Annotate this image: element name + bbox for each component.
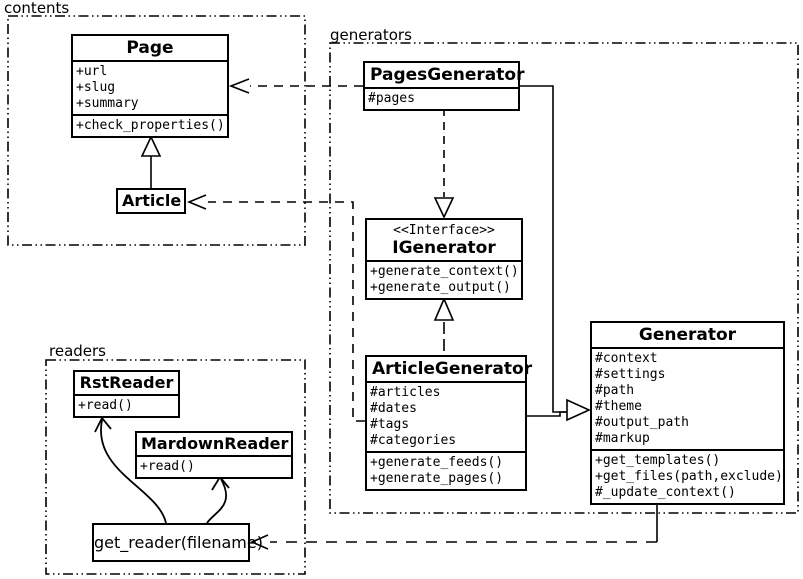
class-box-articlegenerator: ArticleGenerator #articles #dates #tags …	[365, 355, 533, 491]
class-name-page: Page	[126, 38, 174, 58]
method: +generate_pages()	[370, 471, 504, 486]
method: +read()	[140, 459, 195, 474]
function-box-get-reader: get_reader(filename)	[92, 523, 263, 562]
method: +generate_output()	[370, 280, 511, 295]
pagesgenerator-attributes: #pages	[365, 87, 518, 109]
dependency-pagesgenerator-to-page	[228, 78, 363, 94]
igenerator-methods: +generate_context() +generate_output()	[367, 260, 521, 298]
attribute: +summary	[76, 96, 139, 111]
dependency-generator-to-getreader	[250, 503, 658, 550]
mardownreader-methods: +read()	[137, 455, 291, 477]
attribute: #markup	[595, 431, 650, 446]
attribute: #settings	[595, 367, 666, 382]
generator-attributes: #context #settings #path #theme #output_…	[592, 347, 783, 449]
attribute: #path	[595, 383, 635, 398]
method: +generate_feeds()	[370, 455, 504, 470]
dependency-articlegenerator-to-article	[186, 194, 365, 422]
class-box-generator: Generator #context #settings #path #them…	[590, 321, 785, 505]
attribute: #tags	[370, 417, 410, 432]
attribute: #categories	[370, 433, 457, 448]
method: +get_files(path,exclude)	[595, 469, 783, 484]
package-border-generators	[329, 42, 799, 514]
package-label-contents: contents	[4, 0, 70, 17]
attribute: #articles	[370, 385, 441, 400]
package-border-contents	[7, 15, 306, 246]
rstreader-methods: +read()	[75, 394, 178, 416]
page-attributes: +url +slug +summary	[73, 60, 227, 114]
realization-pagesgenerator-to-igenerator	[433, 108, 455, 219]
attribute: #pages	[368, 91, 415, 106]
realization-articlegenerator-to-igenerator	[433, 296, 455, 355]
class-box-page: Page +url +slug +summary +check_properti…	[71, 34, 229, 138]
method: #_update_context()	[595, 485, 736, 500]
package-border-readers	[45, 359, 306, 575]
method: +check_properties()	[76, 118, 225, 133]
attribute: #output_path	[595, 415, 689, 430]
class-name-articlegenerator: ArticleGenerator	[372, 359, 533, 379]
class-name-rstreader: RstReader	[79, 373, 174, 392]
arrow-getreader-to-rstreader	[94, 416, 167, 524]
class-box-article: Article	[116, 188, 186, 214]
generator-methods: +get_templates() +get_files(path,exclude…	[592, 449, 783, 503]
class-box-igenerator: <<Interface>> IGenerator +generate_conte…	[365, 218, 523, 300]
method: +read()	[78, 398, 133, 413]
class-box-pagesgenerator: PagesGenerator #pages	[363, 61, 525, 111]
attribute: +slug	[76, 80, 116, 95]
page-methods: +check_properties()	[73, 114, 227, 136]
generalization-articlegenerator-to-generator	[527, 398, 591, 422]
class-name-pagesgenerator: PagesGenerator	[370, 65, 525, 85]
igenerator-stereotype: <<Interface>>	[393, 223, 495, 238]
attribute: #context	[595, 351, 658, 366]
articlegenerator-methods: +generate_feeds() +generate_pages()	[367, 451, 525, 489]
class-name-generator: Generator	[638, 325, 737, 345]
class-name-article: Article	[122, 191, 182, 210]
class-name-igenerator: IGenerator	[392, 238, 496, 258]
attribute: +url	[76, 64, 108, 79]
class-box-mardownreader: MardownReader +read()	[135, 431, 293, 479]
articlegenerator-attributes: #articles #dates #tags #categories	[367, 381, 525, 451]
class-name-mardownreader: MardownReader	[141, 434, 289, 453]
method: +generate_context()	[370, 264, 519, 279]
attribute: #theme	[595, 399, 642, 414]
package-label-readers: readers	[49, 342, 106, 360]
arrow-getreader-to-mardownreader	[206, 475, 230, 524]
method: +get_templates()	[595, 453, 721, 468]
class-box-rstreader: RstReader +read()	[73, 370, 180, 418]
attribute: #dates	[370, 401, 417, 416]
generalization-article-to-page	[140, 135, 162, 188]
package-label-generators: generators	[330, 26, 412, 44]
